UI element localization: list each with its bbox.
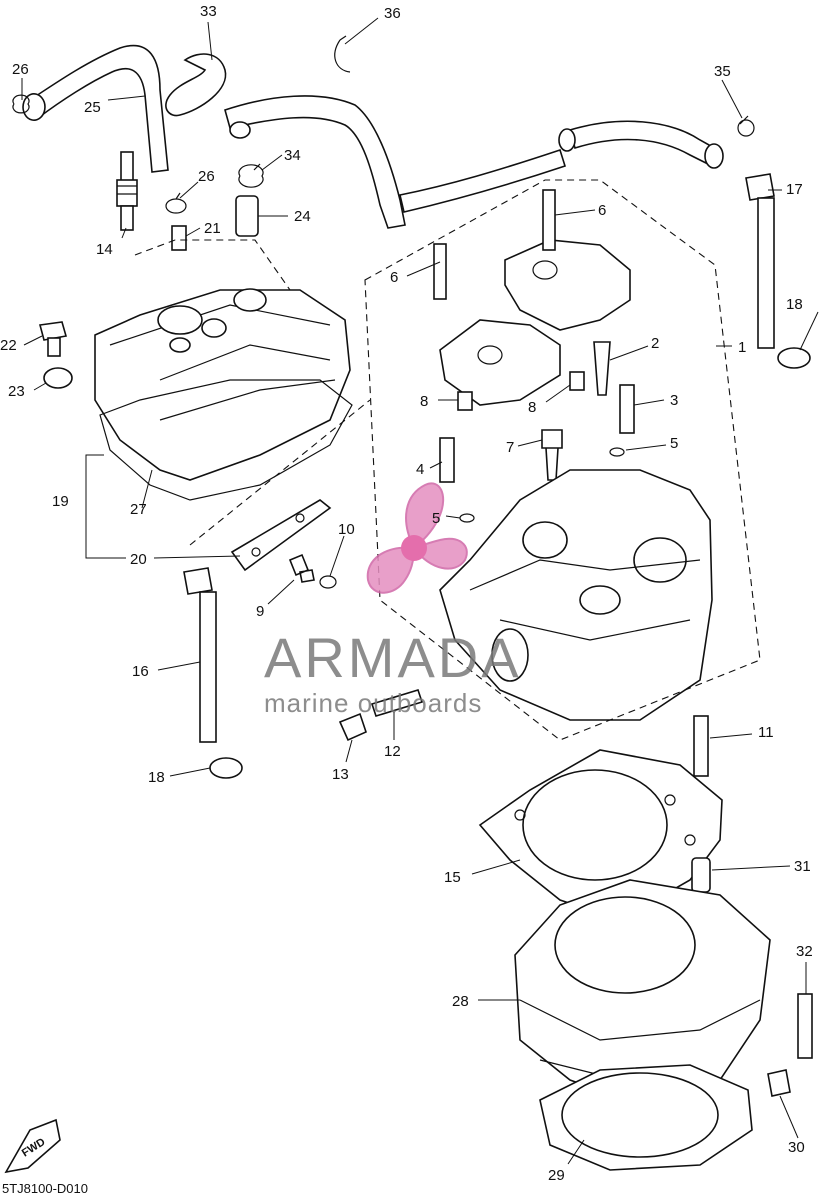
callout-36: 36 xyxy=(384,5,401,22)
callout-23: 23 xyxy=(8,383,25,400)
bolt-32 xyxy=(797,993,813,1059)
leader-lines xyxy=(21,17,819,1165)
seal-5-a xyxy=(609,447,625,457)
callout-labels: 1 2 3 4 5 5 6 6 7 8 8 9 10 11 12 13 14 1… xyxy=(0,3,813,1184)
callout-35: 35 xyxy=(714,63,731,80)
callout-32: 32 xyxy=(796,943,813,960)
plug-24 xyxy=(235,195,259,237)
cylinder-head xyxy=(439,469,713,721)
callout-30: 30 xyxy=(788,1139,805,1156)
washer-18-a xyxy=(209,757,243,779)
stud-12 xyxy=(370,689,424,717)
bolt-17 xyxy=(745,173,775,349)
callout-9: 9 xyxy=(256,603,264,620)
callout-12: 12 xyxy=(384,743,401,760)
callout-11: 11 xyxy=(758,724,774,741)
diagram-code: 5TJ8100-D010 xyxy=(2,1181,88,1196)
callout-5-a: 5 xyxy=(670,435,678,452)
callout-7: 7 xyxy=(506,439,514,456)
callout-20: 20 xyxy=(130,551,147,568)
callout-4: 4 xyxy=(416,461,424,478)
assembly-link xyxy=(189,399,371,546)
dowel-8-a xyxy=(457,391,473,411)
callout-13: 13 xyxy=(332,766,349,783)
dowel-31 xyxy=(691,857,711,893)
armada-propeller-logo-icon xyxy=(366,482,468,594)
washer-18-b xyxy=(777,347,811,369)
bolt-7 xyxy=(541,429,563,481)
callout-18-a: 18 xyxy=(148,769,165,786)
plug-link xyxy=(134,239,291,291)
bolt-22 xyxy=(38,321,68,341)
assembly-outline xyxy=(364,179,761,741)
washer-10 xyxy=(319,575,337,589)
callout-19: 19 xyxy=(52,493,69,510)
callout-27: 27 xyxy=(130,501,147,518)
part-3 xyxy=(619,384,635,434)
callout-15: 15 xyxy=(444,869,461,886)
callout-26-a: 26 xyxy=(12,61,29,78)
bolt-16 xyxy=(183,567,217,743)
watermark-subtitle: marine outboards xyxy=(264,688,482,718)
spark-plug xyxy=(116,151,138,231)
callout-25: 25 xyxy=(84,99,101,116)
callout-5-b: 5 xyxy=(432,510,440,527)
fwd-arrow-icon: FWD xyxy=(4,1118,61,1174)
nut-13 xyxy=(338,712,367,742)
callout-21: 21 xyxy=(204,220,221,237)
base-gasket xyxy=(539,1064,753,1171)
head-gasket xyxy=(478,749,723,921)
seal-5-b xyxy=(459,513,475,523)
watermark-brand: ARMADA xyxy=(264,626,522,689)
callout-6-b: 6 xyxy=(390,269,398,286)
pipe-21 xyxy=(171,225,187,251)
callout-8-a: 8 xyxy=(420,393,428,410)
callout-24: 24 xyxy=(294,208,311,225)
callout-10: 10 xyxy=(338,521,355,538)
callout-6-a: 6 xyxy=(598,202,606,219)
cylinder-head-cover xyxy=(94,288,351,481)
callout-1: 1 xyxy=(738,339,746,356)
callout-8-b: 8 xyxy=(528,399,536,416)
callout-33: 33 xyxy=(200,3,217,20)
callout-17: 17 xyxy=(786,181,803,198)
washer-23 xyxy=(43,367,73,389)
dowel-8-b xyxy=(569,371,585,391)
callout-2: 2 xyxy=(651,335,659,352)
camshaft-caps xyxy=(439,239,631,406)
stud-11 xyxy=(693,715,709,777)
callout-22: 22 xyxy=(0,337,17,354)
nut-30 xyxy=(767,1069,791,1097)
callout-26-b: 26 xyxy=(198,168,215,185)
bolt-6-a xyxy=(542,189,556,251)
callout-34: 34 xyxy=(284,147,301,164)
callout-29: 29 xyxy=(548,1167,565,1184)
armada-watermark: ARMADA marine outboards xyxy=(264,482,522,718)
bolt-9 xyxy=(288,553,315,583)
callout-31: 31 xyxy=(794,858,811,875)
callout-16: 16 xyxy=(132,663,149,680)
bolt-6-b xyxy=(433,243,447,300)
callout-3: 3 xyxy=(670,392,678,409)
hose-clips xyxy=(12,35,755,214)
callout-14: 14 xyxy=(96,241,113,258)
callout-28: 28 xyxy=(452,993,469,1010)
part-4 xyxy=(439,437,455,483)
plate-20 xyxy=(230,499,332,572)
breather-hose xyxy=(22,44,724,229)
cylinder xyxy=(514,879,771,1106)
part-2 xyxy=(593,341,611,396)
cover-gasket xyxy=(99,379,353,501)
callout-18-b: 18 xyxy=(786,296,803,313)
